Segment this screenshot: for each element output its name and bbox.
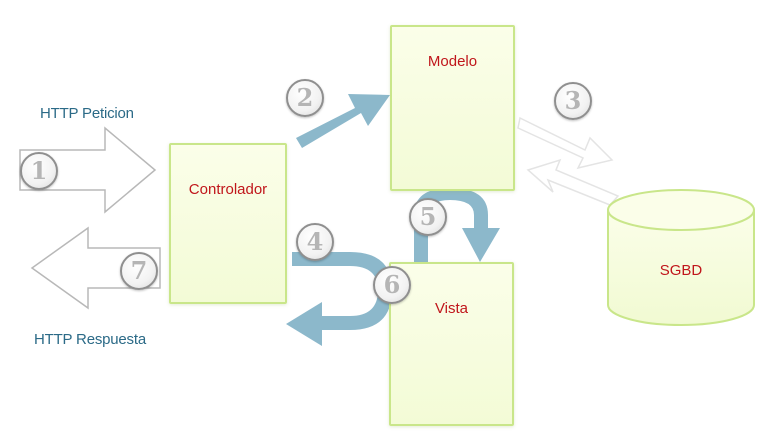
controller-to-model-arrow bbox=[296, 94, 390, 148]
response-arrow bbox=[30, 226, 161, 310]
controller-box: Controlador bbox=[169, 143, 287, 304]
model-db-arrow bbox=[517, 116, 620, 206]
controller-view-return-arrow bbox=[286, 252, 392, 346]
step-badge-6: 6 bbox=[373, 266, 411, 304]
http-request-label: HTTP Peticion bbox=[40, 105, 134, 122]
step-badge-4: 4 bbox=[296, 223, 334, 261]
controller-title: Controlador bbox=[188, 181, 268, 198]
model-title: Modelo bbox=[427, 53, 478, 70]
step-badge-2: 2 bbox=[286, 79, 324, 117]
database-title: SGBD bbox=[659, 262, 703, 279]
view-title: Vista bbox=[434, 300, 469, 317]
step-badge-3: 3 bbox=[554, 82, 592, 120]
request-arrow bbox=[19, 126, 157, 214]
model-to-view-arrow bbox=[414, 188, 500, 262]
model-box: Modelo bbox=[390, 25, 515, 191]
step-badge-5: 5 bbox=[409, 198, 447, 236]
step-badge-7: 7 bbox=[120, 252, 158, 290]
http-response-label: HTTP Respuesta bbox=[34, 331, 146, 348]
step-badge-1: 1 bbox=[20, 152, 58, 190]
